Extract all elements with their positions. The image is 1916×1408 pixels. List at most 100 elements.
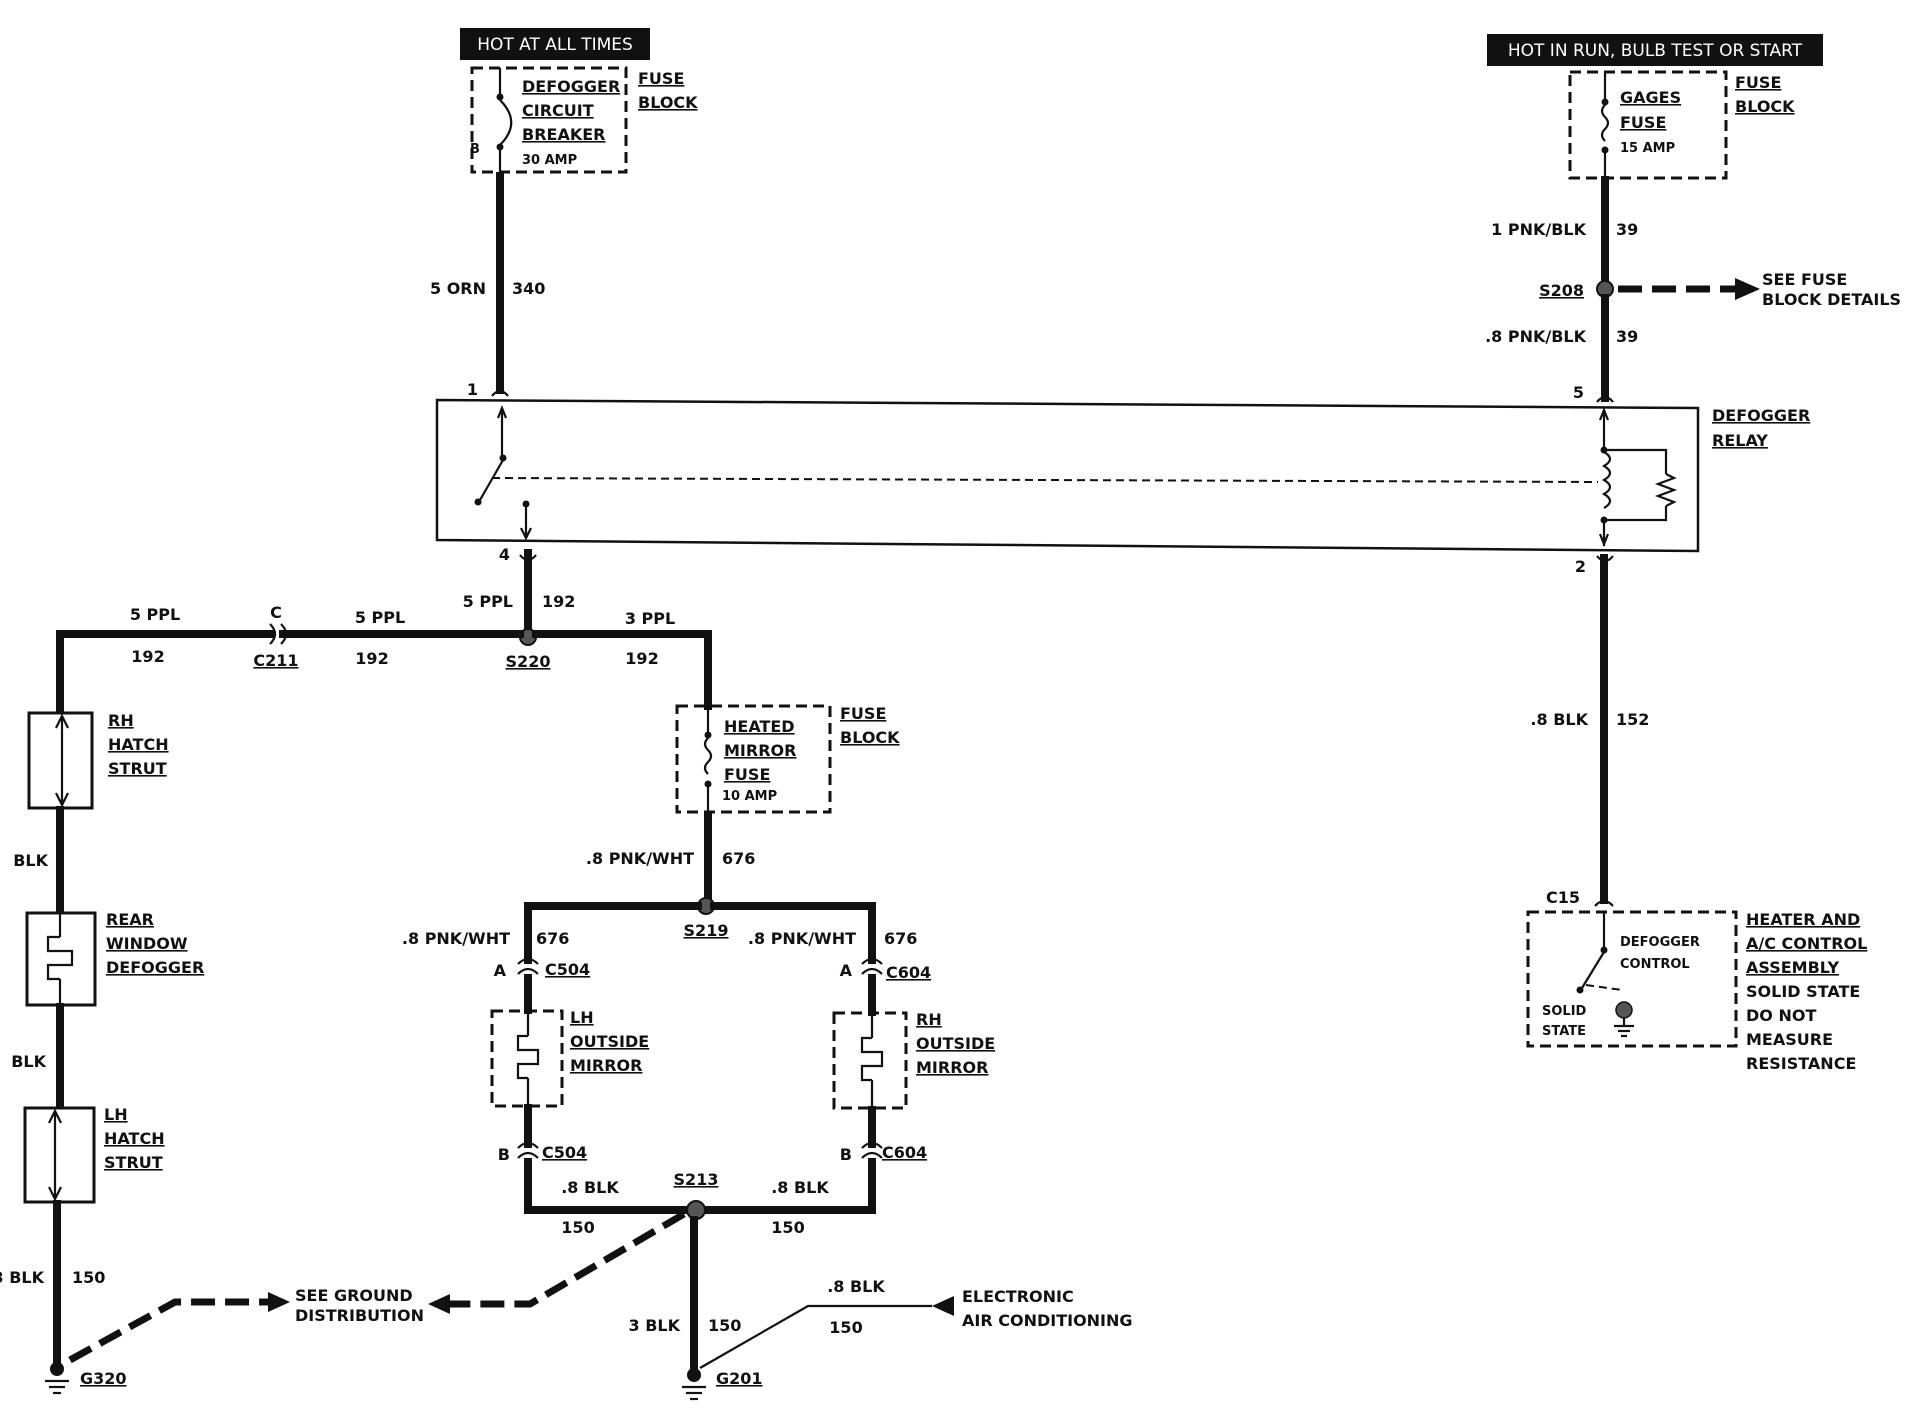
svg-text:C604: C604: [886, 963, 931, 982]
svg-text:STRUT: STRUT: [108, 759, 167, 778]
svg-text:150: 150: [771, 1218, 804, 1237]
svg-text:RH: RH: [108, 711, 134, 730]
wire-39-upper: 1 PNK/BLK 39: [1491, 176, 1638, 286]
svg-text:C504: C504: [542, 1143, 587, 1162]
svg-text:AIR CONDITIONING: AIR CONDITIONING: [962, 1311, 1133, 1330]
wire-676: .8 PNK/WHT 676: [586, 811, 755, 902]
svg-text:10 AMP: 10 AMP: [722, 789, 777, 804]
svg-text:C15: C15: [1546, 888, 1580, 907]
wire-150-lh-bottom: .8 BLK 150: [524, 1158, 692, 1237]
svg-text:.8 BLK: .8 BLK: [827, 1277, 885, 1296]
svg-text:676: 676: [722, 849, 755, 868]
lh-hatch-strut: LH HATCH STRUT: [23, 1105, 165, 1204]
connector-c15: C15: [1546, 888, 1614, 907]
svg-text:HOT IN RUN, BULB TEST OR START: HOT IN RUN, BULB TEST OR START: [1508, 41, 1803, 61]
svg-text:BLOCK: BLOCK: [1735, 97, 1795, 116]
svg-text:DEFOGGER: DEFOGGER: [522, 77, 620, 96]
svg-text:3 BLK: 3 BLK: [0, 1268, 45, 1287]
svg-text:CONTROL: CONTROL: [1620, 957, 1690, 972]
svg-text:150: 150: [561, 1218, 594, 1237]
heater-ac-control-assembly: DEFOGGER CONTROL SOLID STATE HEATER AND …: [1526, 910, 1867, 1073]
wire-192-right: 3 PPL 192: [532, 609, 712, 710]
banner-hot-in-run: HOT IN RUN, BULB TEST OR START: [1487, 34, 1823, 66]
svg-text:SOLID STATE: SOLID STATE: [1746, 982, 1860, 1001]
svg-text:STATE: STATE: [1542, 1024, 1586, 1039]
svg-text:OUTSIDE: OUTSIDE: [916, 1034, 995, 1053]
svg-text:DEFOGGER: DEFOGGER: [1712, 406, 1810, 425]
svg-text:S219: S219: [684, 921, 729, 940]
wire-blk-upper: BLK: [13, 806, 64, 916]
svg-text:150: 150: [72, 1268, 105, 1287]
connector-c504-top: A C504: [494, 957, 590, 980]
svg-text:WINDOW: WINDOW: [106, 934, 188, 953]
wire-192-mid: 5 PPL 192: [279, 608, 524, 668]
svg-text:RH: RH: [916, 1010, 942, 1029]
banner-hot-at-all-times: HOT AT ALL TIMES: [460, 28, 650, 60]
svg-text:S213: S213: [674, 1170, 719, 1189]
svg-text:39: 39: [1616, 327, 1638, 346]
connector-c211: C C211: [253, 603, 298, 670]
svg-text:FUSE: FUSE: [840, 704, 886, 723]
rh-hatch-strut: RH HATCH STRUT: [27, 711, 169, 810]
svg-text:LH: LH: [104, 1105, 128, 1124]
svg-text:5 ORN: 5 ORN: [430, 279, 486, 298]
svg-text:SOLID: SOLID: [1542, 1004, 1587, 1019]
see-ground-distribution-left: SEE GROUND DISTRIBUTION: [68, 1286, 424, 1364]
svg-text:30 AMP: 30 AMP: [522, 153, 577, 168]
svg-text:HOT AT ALL TIMES: HOT AT ALL TIMES: [477, 35, 633, 55]
svg-text:RESISTANCE: RESISTANCE: [1746, 1054, 1856, 1073]
svg-text:1 PNK/BLK: 1 PNK/BLK: [1491, 220, 1586, 239]
svg-text:C: C: [270, 603, 282, 622]
see-ground-distribution-right: [428, 1210, 686, 1314]
svg-text:DO NOT: DO NOT: [1746, 1006, 1816, 1025]
svg-text:192: 192: [542, 592, 575, 611]
svg-text:.8 PNK/WHT: .8 PNK/WHT: [402, 929, 510, 948]
svg-text:ASSEMBLY: ASSEMBLY: [1746, 958, 1839, 977]
connector-c504-bottom: B C504: [498, 1141, 587, 1164]
ground-g201: G201: [682, 1368, 763, 1401]
connector-c604-bottom: B C604: [840, 1141, 927, 1164]
svg-text:SEE FUSE: SEE FUSE: [1762, 270, 1847, 289]
splice-s208: S208: [1539, 280, 1614, 300]
svg-text:BLOCK: BLOCK: [638, 93, 698, 112]
svg-text:MIRROR: MIRROR: [724, 741, 796, 760]
svg-text:MIRROR: MIRROR: [916, 1058, 988, 1077]
svg-text:MIRROR: MIRROR: [570, 1056, 642, 1075]
svg-text:FUSE: FUSE: [1735, 73, 1781, 92]
svg-text:5 PPL: 5 PPL: [463, 592, 513, 611]
svg-text:BLK: BLK: [11, 1052, 46, 1071]
svg-text:192: 192: [355, 649, 388, 668]
svg-text:C504: C504: [545, 960, 590, 979]
svg-text:S208: S208: [1539, 281, 1584, 300]
wire-192-left: 5 PPL 192: [56, 605, 274, 716]
svg-text:C211: C211: [253, 651, 298, 670]
svg-text:G320: G320: [80, 1369, 127, 1388]
svg-text:MEASURE: MEASURE: [1746, 1030, 1833, 1049]
svg-text:192: 192: [625, 649, 658, 668]
svg-text:192: 192: [131, 647, 164, 666]
lh-outside-mirror: LH OUTSIDE MIRROR: [490, 1008, 649, 1108]
svg-text:HATCH: HATCH: [108, 735, 169, 754]
defogger-circuit-breaker: B DEFOGGER CIRCUIT BREAKER 30 AMP FUSE B…: [470, 66, 698, 174]
wire-blk-lower: BLK: [11, 1003, 64, 1111]
svg-text:.8 PNK/BLK: .8 PNK/BLK: [1485, 327, 1587, 346]
svg-text:A: A: [494, 961, 507, 980]
svg-text:B: B: [498, 1145, 510, 1164]
svg-text:676: 676: [884, 929, 917, 948]
wire-150-left: 3 BLK 150: [0, 1200, 105, 1366]
rear-window-defogger: REAR WINDOW DEFOGGER: [25, 910, 204, 1007]
wire-150-rh-bottom: .8 BLK 150: [700, 1158, 876, 1237]
svg-text:C604: C604: [882, 1143, 927, 1162]
svg-text:B: B: [840, 1145, 852, 1164]
svg-text:CIRCUIT: CIRCUIT: [522, 101, 594, 120]
svg-text:ELECTRONIC: ELECTRONIC: [962, 1287, 1074, 1306]
wire-39-lower: .8 PNK/BLK 39: [1485, 294, 1638, 402]
svg-text:STRUT: STRUT: [104, 1153, 163, 1172]
svg-text:3 PPL: 3 PPL: [625, 609, 675, 628]
svg-text:5 PPL: 5 PPL: [130, 605, 180, 624]
svg-text:150: 150: [708, 1316, 741, 1335]
svg-text:340: 340: [512, 279, 545, 298]
svg-text:5: 5: [1573, 383, 1584, 402]
connector-c604-top: A C604: [840, 957, 931, 982]
